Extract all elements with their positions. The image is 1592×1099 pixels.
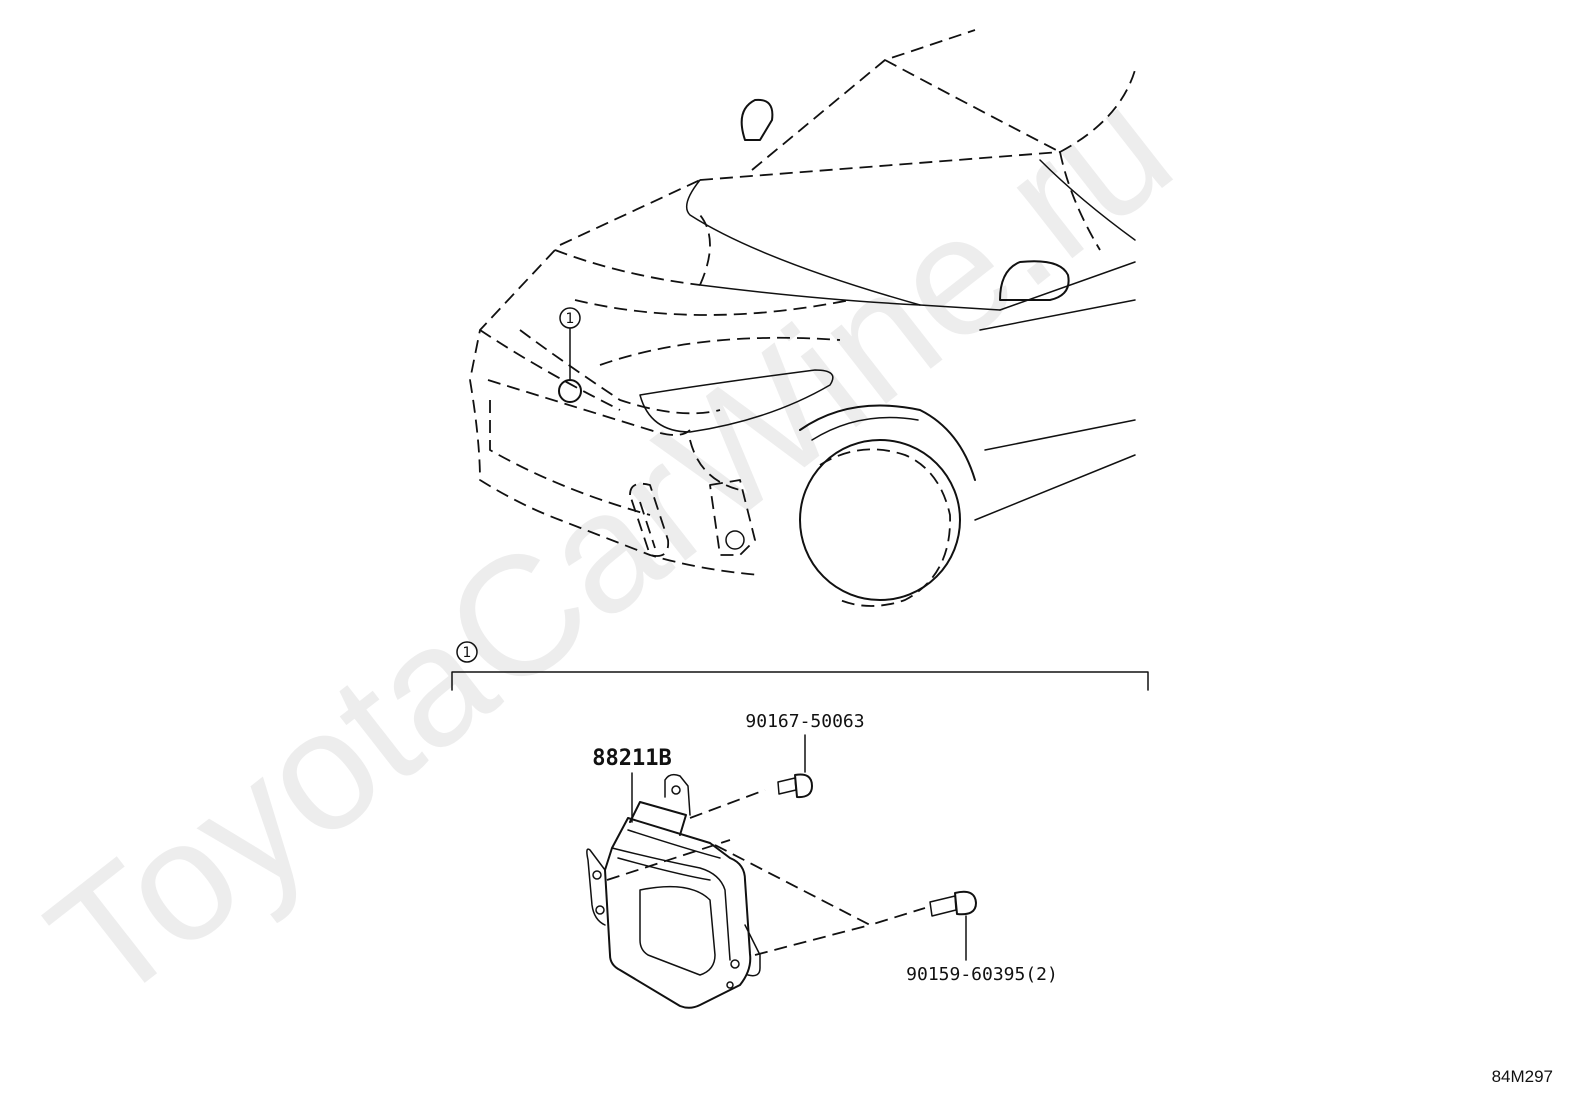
upper-bolt-illustration	[777, 773, 813, 799]
part-number-radar-sensor: 88211B	[592, 746, 671, 771]
vehicle-callout-circle	[559, 307, 581, 329]
part-number-upper-bolt: 90167-50063	[745, 711, 864, 732]
vehicle-illustration: 1	[469, 29, 1136, 607]
illustration-code: 84M297	[1492, 1067, 1553, 1086]
parts-group: 1	[451, 641, 1149, 1009]
watermark: ToyotaCarWine.ru	[16, 52, 1205, 1039]
radar-sensor-illustration	[586, 773, 761, 1009]
group-callout-circle	[456, 641, 478, 663]
lower-bolt-illustration	[929, 890, 977, 917]
part-number-lower-bolts: 90159-60395(2)	[906, 964, 1058, 985]
group-bracket	[451, 671, 1149, 691]
group-callout-number: 1	[463, 645, 472, 661]
vehicle-callout-number: 1	[566, 311, 575, 327]
